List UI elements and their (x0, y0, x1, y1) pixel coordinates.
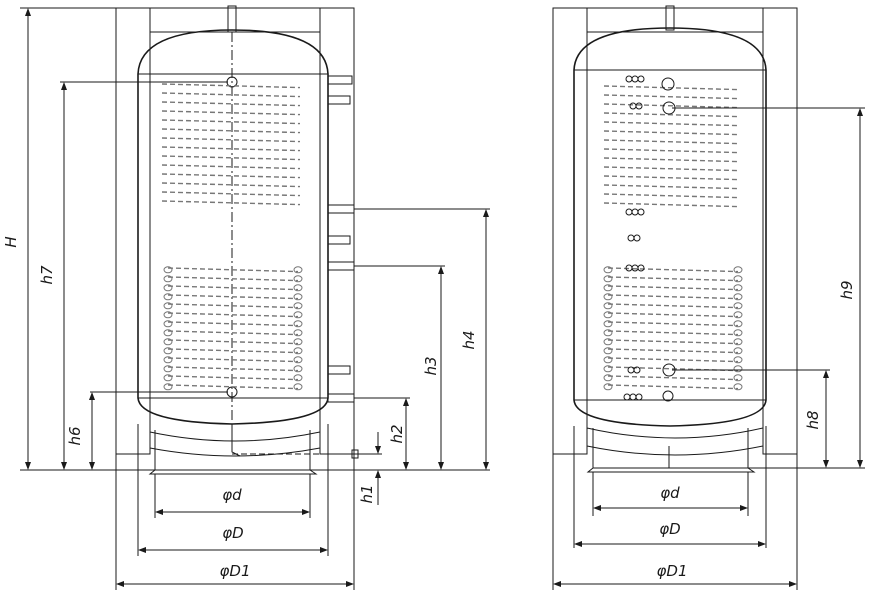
dim-label-h4: h4 (460, 330, 478, 349)
right-upper-coil (603, 85, 739, 208)
dim-label-H: H (2, 236, 20, 247)
right-tank-view (552, 5, 865, 590)
dim-label-D-right: φD (659, 520, 680, 538)
dim-label-h1: h1 (358, 484, 376, 503)
left-tank-view (20, 5, 490, 590)
dim-label-h3: h3 (422, 356, 440, 375)
left-upper-coil (161, 83, 301, 206)
left-top-nozzle (227, 5, 237, 33)
right-lower-coil (603, 266, 743, 391)
dim-label-d-left: φd (222, 486, 242, 504)
right-base-stand (586, 428, 756, 473)
right-nozzle-circles (623, 75, 676, 402)
dim-label-h6: h6 (66, 426, 84, 445)
right-top-nozzle (665, 5, 675, 31)
dim-label-D-left: φD (222, 524, 243, 542)
dim-label-d-right: φd (660, 484, 680, 502)
dim-label-D1-left: φD1 (220, 562, 251, 580)
dim-label-D1-right: φD1 (657, 562, 688, 580)
dim-label-h2: h2 (388, 424, 406, 443)
left-insulation (115, 7, 355, 457)
dim-label-h8: h8 (804, 410, 822, 429)
dim-label-h7: h7 (38, 265, 56, 285)
right-insulation (552, 7, 798, 456)
dim-label-h9: h9 (838, 280, 856, 299)
left-lower-coil (163, 266, 303, 391)
left-vessel (137, 29, 329, 425)
